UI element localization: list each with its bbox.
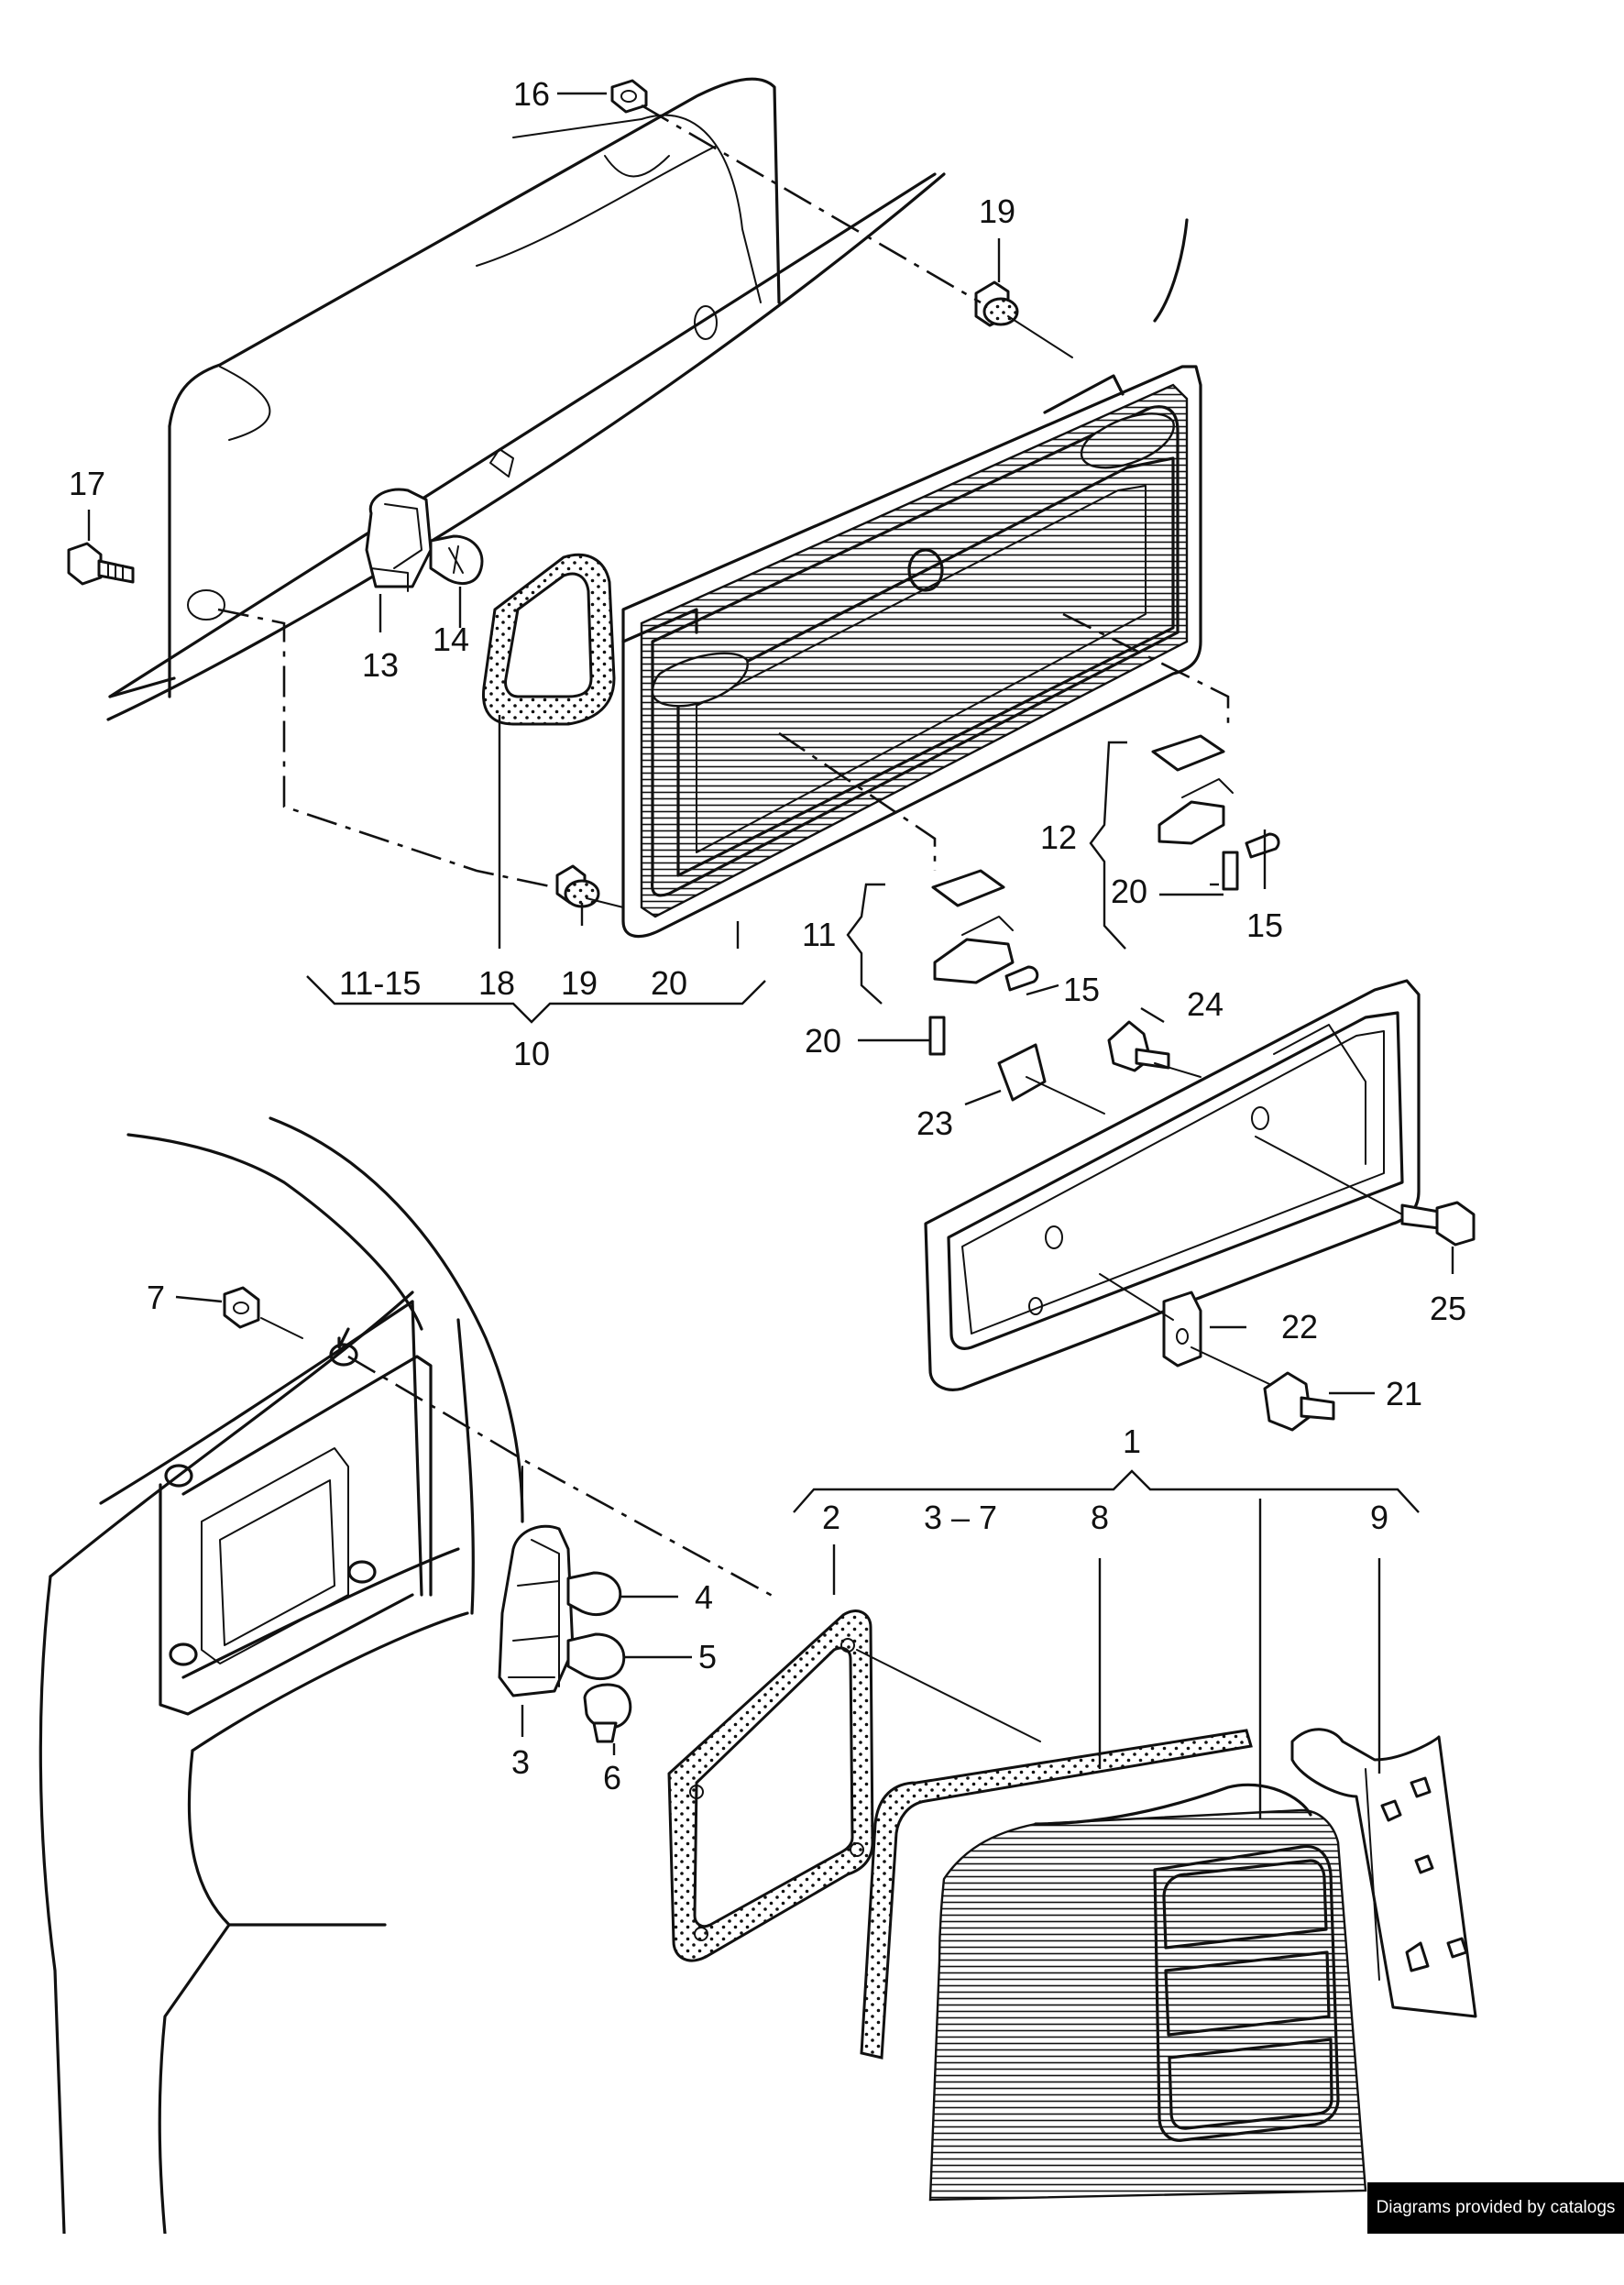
callout-21: 21	[1386, 1375, 1422, 1412]
bulb-5	[566, 1632, 626, 1680]
group10-item-18: 18	[478, 964, 515, 1002]
callout-1: 1	[1123, 1423, 1141, 1460]
rear-body	[38, 1116, 524, 2234]
gasket-2	[667, 1609, 874, 1962]
callout-3: 3	[511, 1743, 530, 1781]
callout-6: 6	[603, 1759, 621, 1796]
callout-19-top: 19	[979, 192, 1015, 230]
plate-light-11	[928, 869, 1039, 1056]
seal-8	[860, 1729, 1253, 2060]
group10-item-11-15: 11-15	[339, 964, 421, 1002]
brace-10	[306, 975, 766, 1024]
bolt-17	[67, 542, 135, 586]
callout-5: 5	[698, 1638, 717, 1675]
credit-badge: Diagrams provided by catalogs parts	[1367, 2182, 1624, 2269]
bracket-22	[1162, 1291, 1202, 1368]
expanding-rivet-21	[1263, 1371, 1335, 1432]
callout-17: 17	[69, 465, 105, 502]
callout-15-right: 15	[1246, 906, 1283, 944]
callout-7: 7	[147, 1279, 165, 1316]
parts-diagram: 16 19 17 13 14 12 20 15 11 15 20 24 23 2…	[38, 75, 1477, 2234]
bracket-9	[1290, 1728, 1477, 2018]
group10-item-19: 19	[561, 964, 598, 1002]
assembly-lines-bottom	[260, 1317, 1041, 1742]
callout-15-left: 15	[1063, 971, 1100, 1008]
leader-lines	[87, 92, 1454, 1819]
brace-1	[793, 1469, 1420, 1513]
callout-23: 23	[916, 1104, 953, 1142]
callout-2: 2	[822, 1499, 840, 1536]
bulb-6	[583, 1683, 632, 1743]
license-plate-holder	[924, 979, 1421, 1391]
brace-11	[846, 883, 885, 1005]
group10-total: 10	[513, 1035, 550, 1072]
callout-9: 9	[1370, 1499, 1388, 1536]
brace-12	[1089, 741, 1127, 950]
callout-25: 25	[1430, 1290, 1466, 1327]
callout-8: 8	[1091, 1499, 1109, 1536]
expanding-rivet-24	[1107, 1020, 1170, 1072]
bulb-holder-3	[498, 1524, 575, 1697]
callout-11: 11	[802, 916, 836, 953]
nut-16	[610, 79, 648, 114]
callout-12: 12	[1040, 818, 1077, 856]
nut-7	[223, 1286, 260, 1329]
tail-light-lens	[928, 1783, 1367, 2202]
bulb-4	[566, 1571, 622, 1616]
screw-25	[1400, 1201, 1476, 1247]
callout-20-left: 20	[805, 1022, 841, 1060]
callout-14: 14	[433, 621, 469, 658]
plate-light-12	[1151, 734, 1280, 891]
group10-item-20: 20	[651, 964, 687, 1002]
bulb-socket-13	[365, 488, 433, 592]
assembly-lines-top	[217, 104, 1403, 1385]
callout-20-right: 20	[1111, 873, 1147, 910]
clip-23	[997, 1043, 1047, 1102]
callout-16: 16	[513, 75, 550, 113]
callout-3-7: 3 – 7	[924, 1499, 997, 1536]
clip-nut-19-top	[974, 280, 1019, 327]
tailgate-panel	[106, 77, 1189, 721]
callout-labels: 16 19 17 13 14 12 20 15 11 15 20 24 23 2…	[69, 75, 1466, 1796]
gasket-18	[481, 553, 616, 726]
callout-22: 22	[1281, 1308, 1318, 1346]
license-plate-trim	[621, 365, 1230, 939]
callout-4: 4	[695, 1578, 713, 1616]
callout-13: 13	[362, 646, 399, 684]
bulb-14	[429, 534, 484, 586]
callout-24: 24	[1187, 985, 1223, 1023]
